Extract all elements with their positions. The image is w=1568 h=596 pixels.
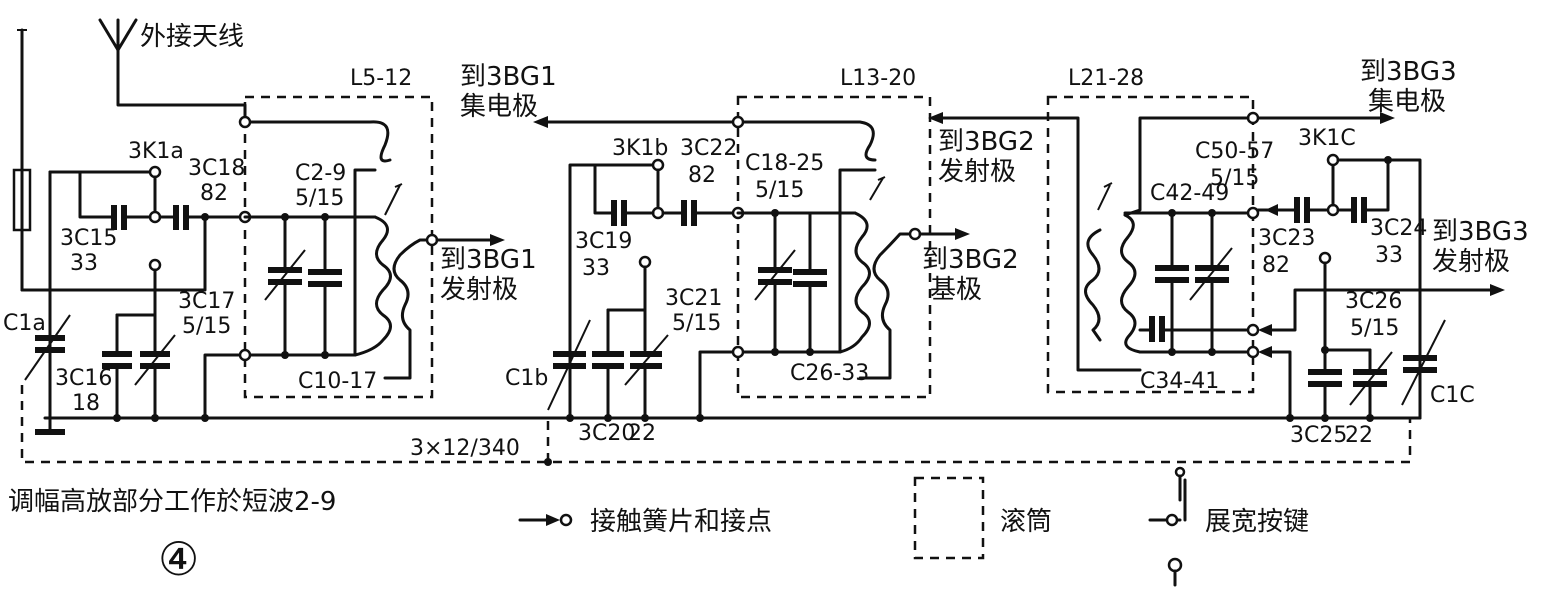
- label-C50-57: C50-57: [1195, 139, 1274, 164]
- label-C22-val: 82: [688, 163, 716, 188]
- label-to-3bg2-emitter-b: 发射极: [938, 157, 1016, 187]
- contact-L21-mid: [1246, 206, 1260, 220]
- figure-number: ④: [158, 532, 199, 586]
- label-C1a: C1a: [3, 311, 46, 336]
- label-to-3bg1-collector-a: 到3BG1: [460, 62, 557, 92]
- drum-box-2: [736, 95, 932, 399]
- label-C16: 3C16: [55, 366, 112, 391]
- contact-L13-bottom: [731, 345, 745, 359]
- label-to-3bg3-emitter-a: 到3BG3: [1432, 217, 1529, 247]
- label-C25: 3C25: [1290, 423, 1347, 448]
- label-C19: 3C19: [575, 229, 632, 254]
- label-C24: 3C24: [1370, 216, 1427, 241]
- label-to-3bg3-emitter-b: 发射极: [1432, 247, 1510, 277]
- label-C19-val: 33: [582, 256, 610, 281]
- label-C18-val: 82: [200, 181, 228, 206]
- legend-contact-label: 接触簧片和接点: [590, 507, 772, 537]
- label-C2-9-val: 5/15: [295, 186, 344, 211]
- label-to-3bg2-emitter-a: 到3BG2: [938, 127, 1035, 157]
- legend-contact: 接触簧片和接点: [518, 507, 772, 537]
- label-L21-28: L21-28: [1068, 66, 1144, 91]
- label-C18: 3C18: [188, 156, 245, 181]
- label-K1a: 3K1a: [128, 139, 184, 164]
- label-C21: 3C21: [665, 286, 722, 311]
- label-C23-val: 82: [1262, 253, 1290, 278]
- label-C2-9: C2-9: [295, 161, 346, 186]
- label-to-3bg2-base-a: 到3BG2: [922, 245, 1019, 275]
- label-C15: 3C15: [60, 226, 117, 251]
- contact-L5-top: [238, 115, 252, 129]
- label-C26-val: 5/15: [1350, 316, 1399, 341]
- label-to-3bg1-collector-b: 集电极: [460, 92, 538, 122]
- legend-key-icon: 展宽按键: [1148, 466, 1309, 587]
- label-K1b: 3K1b: [612, 136, 668, 161]
- legend-key-label: 展宽按键: [1205, 507, 1309, 537]
- label-C26-33: C26-33: [790, 361, 869, 386]
- label-C20: 3C20: [578, 421, 635, 446]
- label-C21-val: 5/15: [672, 311, 721, 336]
- label-C22: 3C22: [680, 136, 737, 161]
- label-C17: 3C17: [178, 289, 235, 314]
- label-C25-val: 22: [1345, 423, 1373, 448]
- label-to-3bg1-emitter-b: 发射极: [440, 275, 518, 305]
- gang-link: [20, 385, 1412, 464]
- contact-L21-bottom: [1246, 345, 1260, 359]
- label-C50-57-val: 5/15: [1210, 166, 1259, 191]
- label-C18-25: C18-25: [745, 151, 824, 176]
- label-C1c: C1C: [1430, 383, 1475, 408]
- drum-box-3: [1046, 95, 1255, 394]
- label-gang: 3×12/340: [410, 436, 520, 461]
- label-C1b: C1b: [505, 366, 548, 391]
- label-to-3bg3-collector-a: 到3BG3: [1360, 57, 1457, 87]
- telescopic-antenna: [12, 28, 92, 292]
- label-L13-20: L13-20: [840, 66, 916, 91]
- label-to-3bg2-base-b: 基极: [930, 275, 982, 305]
- contact-L5-bottom: [238, 348, 252, 362]
- drum-box-1: [243, 95, 434, 399]
- label-K1c: 3K1C: [1298, 126, 1356, 151]
- label-C16-val: 18: [72, 391, 100, 416]
- label-to-3bg1-emitter-a: 到3BG1: [440, 245, 537, 275]
- legend-drum: 滚筒: [913, 476, 1052, 560]
- legend-drum-label: 滚筒: [1000, 507, 1052, 537]
- label-C15-val: 33: [70, 251, 98, 276]
- label-C24-val: 33: [1375, 243, 1403, 268]
- external-antenna-icon: [98, 18, 247, 124]
- label-C17-val: 5/15: [182, 314, 231, 339]
- label-C34-41: C34-41: [1140, 369, 1219, 394]
- label-C26: 3C26: [1345, 289, 1402, 314]
- label-C23: 3C23: [1258, 226, 1315, 251]
- label-to-3bg3-collector-b: 集电极: [1368, 87, 1446, 117]
- ext-antenna-label: 外接天线: [140, 22, 244, 52]
- label-C18-25-val: 5/15: [755, 178, 804, 203]
- contact-L21-tap: [1246, 323, 1260, 337]
- contact-L13-top: [731, 115, 745, 129]
- label-C20-val: 22: [628, 421, 656, 446]
- label-C42-49: C42-49: [1150, 181, 1229, 206]
- label-C10-17: C10-17: [298, 369, 377, 394]
- caption: 调幅高放部分工作於短波2-9: [8, 487, 336, 517]
- label-L5-12: L5-12: [350, 66, 412, 91]
